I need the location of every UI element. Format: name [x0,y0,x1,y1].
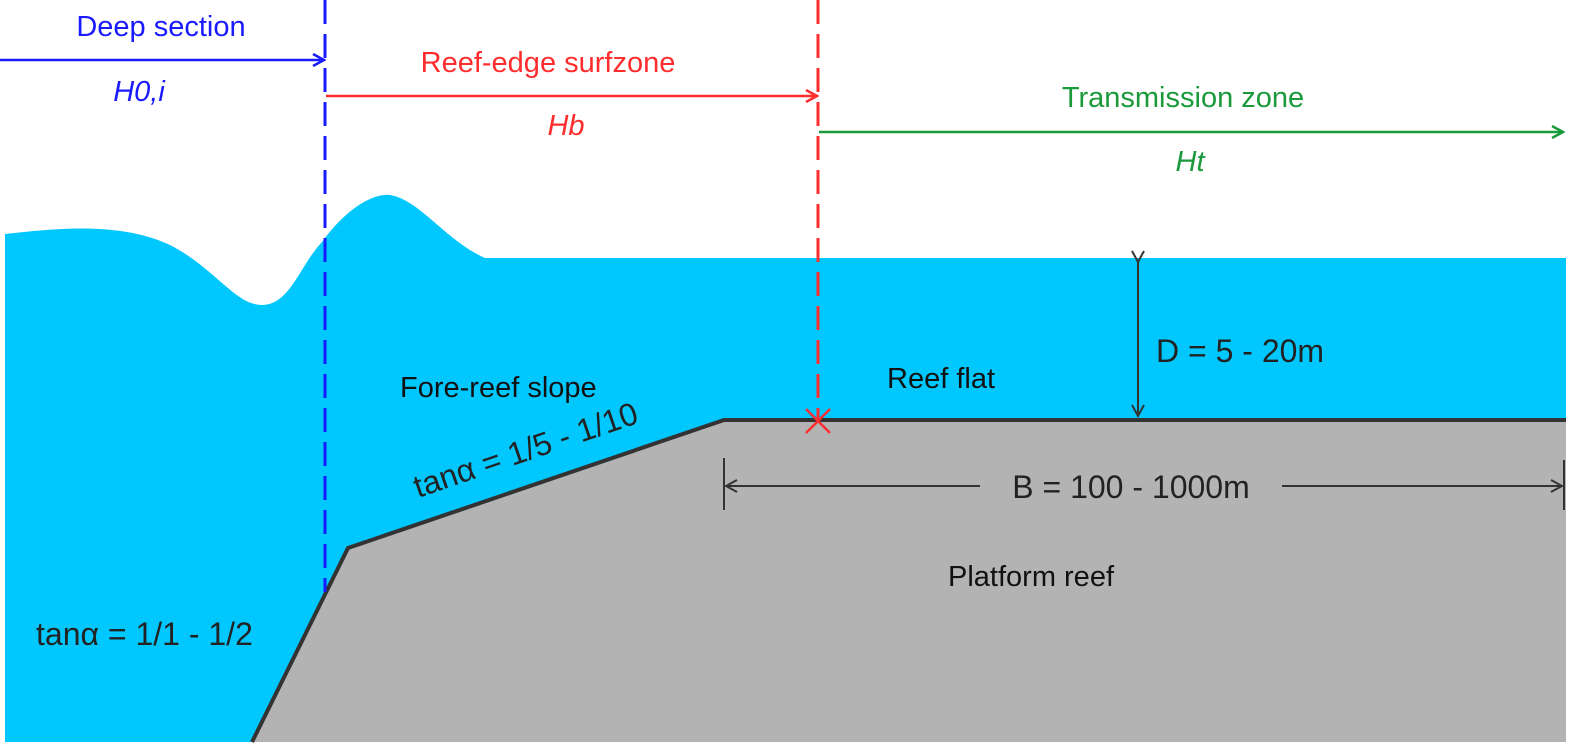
transmission-zone-label: Transmission zone [1062,82,1304,114]
surfzone-label: Reef-edge surfzone [421,47,676,79]
deep-section-height-label: H0,i [113,76,166,108]
depth-range-label: D = 5 - 20m [1156,333,1324,369]
steep-slope-gradient-label: tanα = 1/1 - 1/2 [36,616,253,652]
break-point-mark-b [805,408,831,434]
surfzone-height-label: Hb [547,110,584,142]
deep-section-label: Deep section [76,11,245,43]
width-range-label: B = 100 - 1000m [1012,469,1249,505]
reef-outline [250,418,1566,743]
platform-reef-label: Platform reef [948,561,1115,593]
transmission-height-label: Ht [1176,146,1207,178]
fore-reef-slope-label: Fore-reef slope [400,372,597,404]
reef-flat-label: Reef flat [887,363,995,395]
platform-reef-body [252,420,1566,742]
